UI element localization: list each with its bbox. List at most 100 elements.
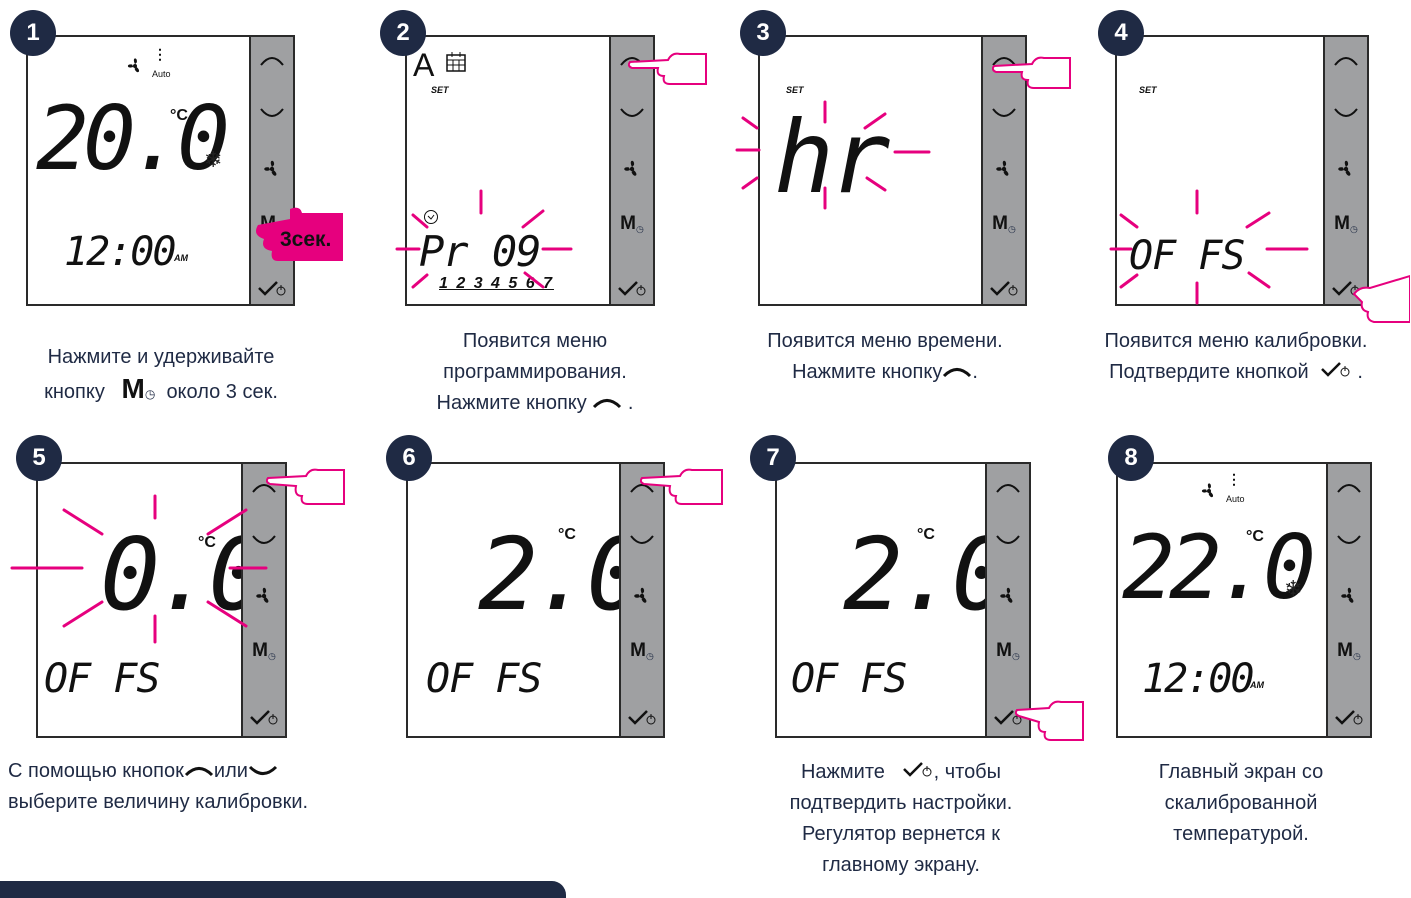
up-button[interactable] <box>983 43 1025 77</box>
caption-text: С помощью кнопок <box>8 760 184 782</box>
set-indicator: SET <box>786 85 804 95</box>
lcd-screen: ⋮ Auto 22.0 °C ❄ 12:00 AM <box>1118 464 1326 736</box>
thermostat-device: A SET Pr 09 1 2 3 4 5 6 7 M◷ <box>395 35 655 306</box>
confirm-power-button[interactable] <box>1328 704 1370 730</box>
button-panel: M◷ <box>1323 37 1367 304</box>
caption-line: выберите величину калибровки. <box>8 791 309 813</box>
set-indicator: SET <box>431 85 449 95</box>
step-caption: Нажмите и удерживайте кнопку M◷ около 3 … <box>16 342 306 410</box>
chevron-up-icon <box>1334 57 1358 66</box>
up-button[interactable] <box>243 470 285 504</box>
up-button[interactable] <box>1328 470 1370 504</box>
mode-button[interactable]: M◷ <box>996 640 1020 661</box>
caption-text: Нажмите кнопку <box>436 392 587 414</box>
pointing-hand-icon <box>628 52 707 85</box>
down-button[interactable] <box>987 524 1029 558</box>
clock-display: 12:00 <box>1142 656 1254 702</box>
confirm-power-button[interactable] <box>983 275 1025 301</box>
program-mode-letter: A <box>413 47 435 83</box>
caption-line: Нажмите кнопку. <box>792 361 978 383</box>
up-button[interactable] <box>251 43 293 77</box>
mode-button[interactable]: M◷ <box>630 640 654 661</box>
mode-button[interactable]: M◷ <box>1334 213 1358 234</box>
chevron-down-icon <box>252 535 276 544</box>
mode-button[interactable]: M◷ <box>1337 640 1361 661</box>
down-button[interactable] <box>983 97 1025 131</box>
mode-button-symbol: M <box>121 373 145 404</box>
temperature-unit: °C <box>558 526 576 543</box>
confirm-power-button[interactable] <box>243 704 285 730</box>
chevron-up-icon <box>996 484 1020 493</box>
step-number-badge: 4 <box>1098 10 1144 56</box>
mode-button[interactable]: M◷ <box>620 213 644 234</box>
mode-button[interactable]: M◷ <box>252 640 276 661</box>
fan-button[interactable] <box>1328 579 1370 613</box>
confirm-power-button[interactable] <box>621 704 663 730</box>
button-panel: M◷ <box>981 37 1025 304</box>
chevron-up-icon <box>260 57 284 66</box>
mode-button[interactable]: M◷ <box>992 213 1016 234</box>
clock-display: 12:00 <box>64 229 176 275</box>
temperature-unit: °C <box>917 526 935 543</box>
chevron-up-icon <box>252 484 276 493</box>
fan-button[interactable] <box>621 579 663 613</box>
blink-rays <box>735 100 931 210</box>
fan-button[interactable] <box>987 579 1029 613</box>
pointing-hand-icon <box>266 468 345 505</box>
mode-clock-icon: ◷ <box>1007 223 1016 234</box>
chevron-down-icon <box>260 108 284 117</box>
mode-clock-icon: ◷ <box>144 387 156 401</box>
offset-value-display: 0.0 <box>100 516 269 633</box>
caption-text: Нажмите <box>800 761 885 783</box>
thermostat-device: ⋮ Auto 20.0 °C ❄ 12:00 AM M◷ <box>26 35 295 306</box>
confirm-power-button[interactable] <box>251 275 293 301</box>
fan-speed-dots: ⋮ <box>153 46 167 62</box>
down-button[interactable] <box>611 97 653 131</box>
chevron-down-icon <box>1334 108 1358 117</box>
fan-icon <box>996 160 1009 176</box>
lcd-screen: 0.0 °C OF FS <box>38 464 269 736</box>
footer-section-bar <box>0 881 566 898</box>
fan-icon <box>634 587 647 603</box>
fan-button[interactable] <box>983 152 1025 186</box>
caption-line: Подтвердите кнопкой . <box>1109 361 1363 383</box>
fan-button[interactable] <box>611 152 653 186</box>
down-button[interactable] <box>621 524 663 558</box>
fan-button[interactable] <box>243 579 285 613</box>
fan-button[interactable] <box>1325 152 1367 186</box>
check-power-icon <box>628 710 656 725</box>
calendar-icon <box>446 52 466 72</box>
caption-line: Появится меню времени. <box>767 330 1003 352</box>
chevron-down-icon <box>1337 535 1361 544</box>
down-button[interactable] <box>1328 524 1370 558</box>
confirm-power-button[interactable] <box>611 275 653 301</box>
fan-icon <box>1338 160 1351 176</box>
step-number-badge: 8 <box>1108 435 1154 481</box>
caption-text: кнопку <box>44 381 105 403</box>
fan-button[interactable] <box>251 152 293 186</box>
down-button[interactable] <box>1325 97 1367 131</box>
chevron-up-icon <box>1337 484 1361 493</box>
caption-text: Подтвердите кнопкой <box>1109 361 1309 383</box>
caption-text: около 3 сек. <box>166 381 278 403</box>
am-pm-label: AM <box>1250 680 1264 690</box>
pointing-hand-icon <box>1015 700 1084 741</box>
check-power-icon <box>1320 362 1350 377</box>
up-button[interactable] <box>621 470 663 504</box>
up-button[interactable] <box>1325 43 1367 77</box>
down-button[interactable] <box>243 524 285 558</box>
caption-line: Появится меню калибровки. <box>1104 330 1368 352</box>
up-button[interactable] <box>987 470 1029 504</box>
caption-line: кнопку M◷ около 3 сек. <box>16 373 306 410</box>
down-button[interactable] <box>251 97 293 131</box>
lcd-screen: ⋮ Auto 20.0 °C ❄ 12:00 AM <box>28 37 249 304</box>
thermostat-device: SET hr M◷ <box>758 35 1027 306</box>
fan-speed-dots: ⋮ <box>1227 471 1241 487</box>
step-number-badge: 7 <box>750 435 796 481</box>
thermostat-device: ⋮ Auto 22.0 °C ❄ 12:00 AM M◷ <box>1116 462 1372 738</box>
caption-line: главному экрану. <box>822 854 980 876</box>
offset-label-display: OF FS <box>426 656 542 702</box>
fan-icon <box>264 160 277 176</box>
